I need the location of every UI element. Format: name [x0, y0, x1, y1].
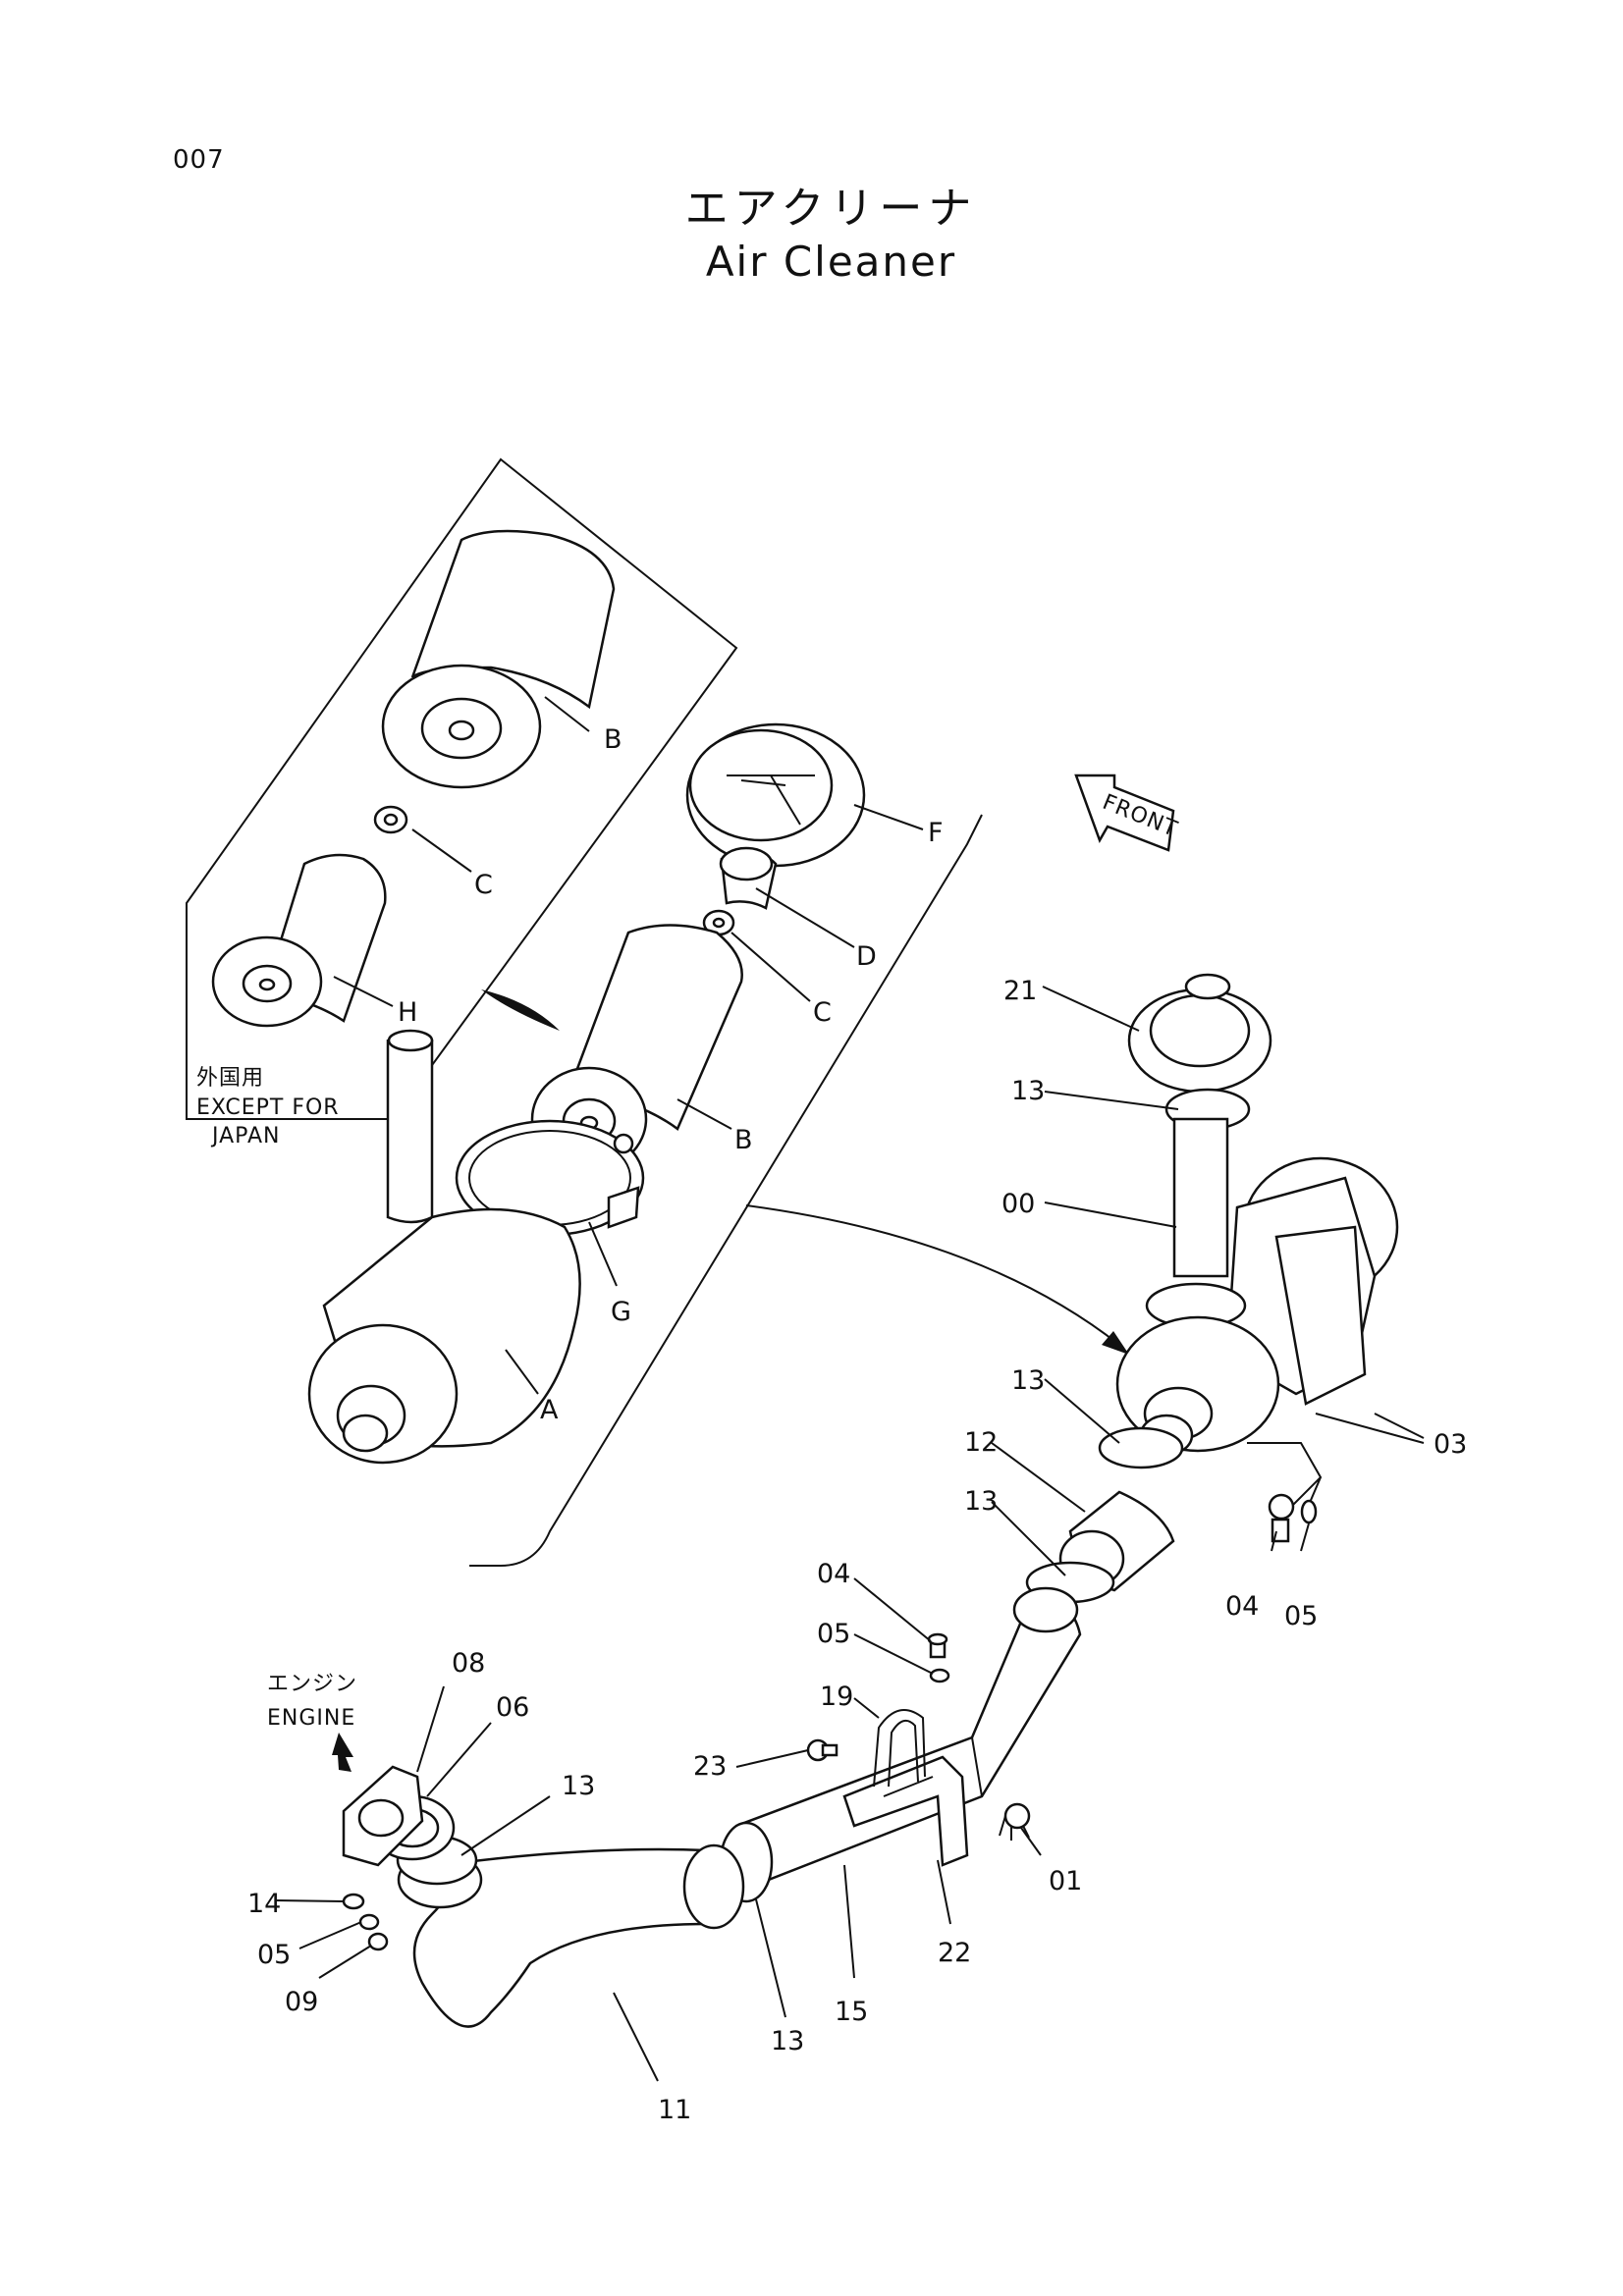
pointer-arrow-assembly: [745, 1204, 1120, 1346]
page-title-jp: エアクリーナ: [684, 184, 978, 234]
callout-14: 14: [247, 1889, 281, 1919]
callout-01: 01: [1049, 1866, 1082, 1896]
inner-element-h: [211, 853, 387, 1028]
callout-22: 22: [938, 1938, 971, 1968]
callout-21: 21: [1003, 976, 1037, 1006]
except-japan-en-1: EXCEPT FOR: [196, 1095, 340, 1120]
washer-05-left: [929, 1668, 950, 1683]
callout-13-bottom: 13: [771, 2026, 804, 2056]
clip-01: [999, 1802, 1031, 1841]
u-bolt-19: [873, 1709, 926, 1788]
bracket-22: [842, 1755, 969, 1867]
callout-f: F: [928, 818, 944, 848]
nut-09: [367, 1932, 389, 1951]
callout-23: 23: [693, 1751, 727, 1782]
callout-13-top: 13: [1011, 1076, 1045, 1106]
callout-c: C: [813, 997, 832, 1028]
callout-13-low: 13: [964, 1486, 998, 1517]
engine-direction-arrow: [332, 1733, 353, 1772]
callout-04-left: 04: [817, 1559, 850, 1589]
wing-nut-c-alt: [373, 805, 408, 834]
callout-00: 00: [1001, 1189, 1035, 1219]
except-japan-jp: 外国用: [196, 1066, 264, 1091]
leader-lines: [274, 696, 1425, 2082]
washer-05-engine: [358, 1913, 380, 1931]
callout-c-alt: C: [474, 870, 493, 900]
hose-clamp-13-mid: [1098, 1426, 1184, 1469]
callout-12: 12: [964, 1427, 998, 1458]
washer-14: [342, 1893, 365, 1910]
exploded-view-frame: [186, 457, 738, 1120]
screw-23: [806, 1738, 839, 1762]
callout-b: B: [734, 1125, 753, 1155]
callout-g: G: [611, 1297, 631, 1327]
bolt-04-left: [927, 1632, 948, 1659]
cover-f: [685, 722, 866, 868]
callout-04-right: 04: [1225, 1591, 1259, 1622]
intake-pipe-15: [719, 1586, 1082, 1903]
callout-15: 15: [835, 1997, 868, 2027]
page-number: 007: [173, 145, 225, 175]
valve-d: [719, 846, 778, 910]
cleaner-body-a: [307, 1029, 581, 1465]
callout-06: 06: [496, 1692, 529, 1723]
inlet-pipe-00: [1172, 1117, 1229, 1278]
callout-13-mid: 13: [1011, 1365, 1045, 1396]
outer-element-b-alt: [381, 529, 616, 789]
precleaner-cap-21: [1127, 973, 1272, 1094]
callout-b-alt: B: [604, 724, 622, 755]
callout-a: A: [540, 1395, 559, 1425]
flange-08: [342, 1765, 424, 1867]
callout-05-right: 05: [1284, 1601, 1318, 1631]
outer-element-b: [530, 924, 743, 1172]
callout-h: H: [398, 997, 417, 1028]
callout-08: 08: [452, 1648, 485, 1679]
engine-label-jp: エンジン: [267, 1672, 357, 1696]
callout-13-engine: 13: [562, 1771, 595, 1801]
callout-05-engine: 05: [257, 1940, 291, 1970]
callout-03: 03: [1434, 1429, 1467, 1460]
callout-11: 11: [658, 2095, 691, 2125]
bolt-04-right: [1268, 1493, 1295, 1543]
main-exploded-frame: [469, 814, 983, 1567]
callout-09: 09: [285, 1987, 318, 2017]
washer-05-right: [1300, 1499, 1318, 1524]
front-direction-arrow: [1074, 774, 1175, 852]
pointer-arrow-inner: [481, 989, 560, 1031]
callout-d: D: [856, 941, 877, 972]
pointer-arrow-head: [1102, 1331, 1129, 1355]
callout-05-left: 05: [817, 1619, 850, 1649]
page-title-en: Air Cleaner: [705, 238, 957, 286]
engine-label-en: ENGINE: [267, 1706, 355, 1731]
callout-19: 19: [820, 1682, 853, 1712]
except-japan-en-2: JAPAN: [210, 1124, 281, 1148]
